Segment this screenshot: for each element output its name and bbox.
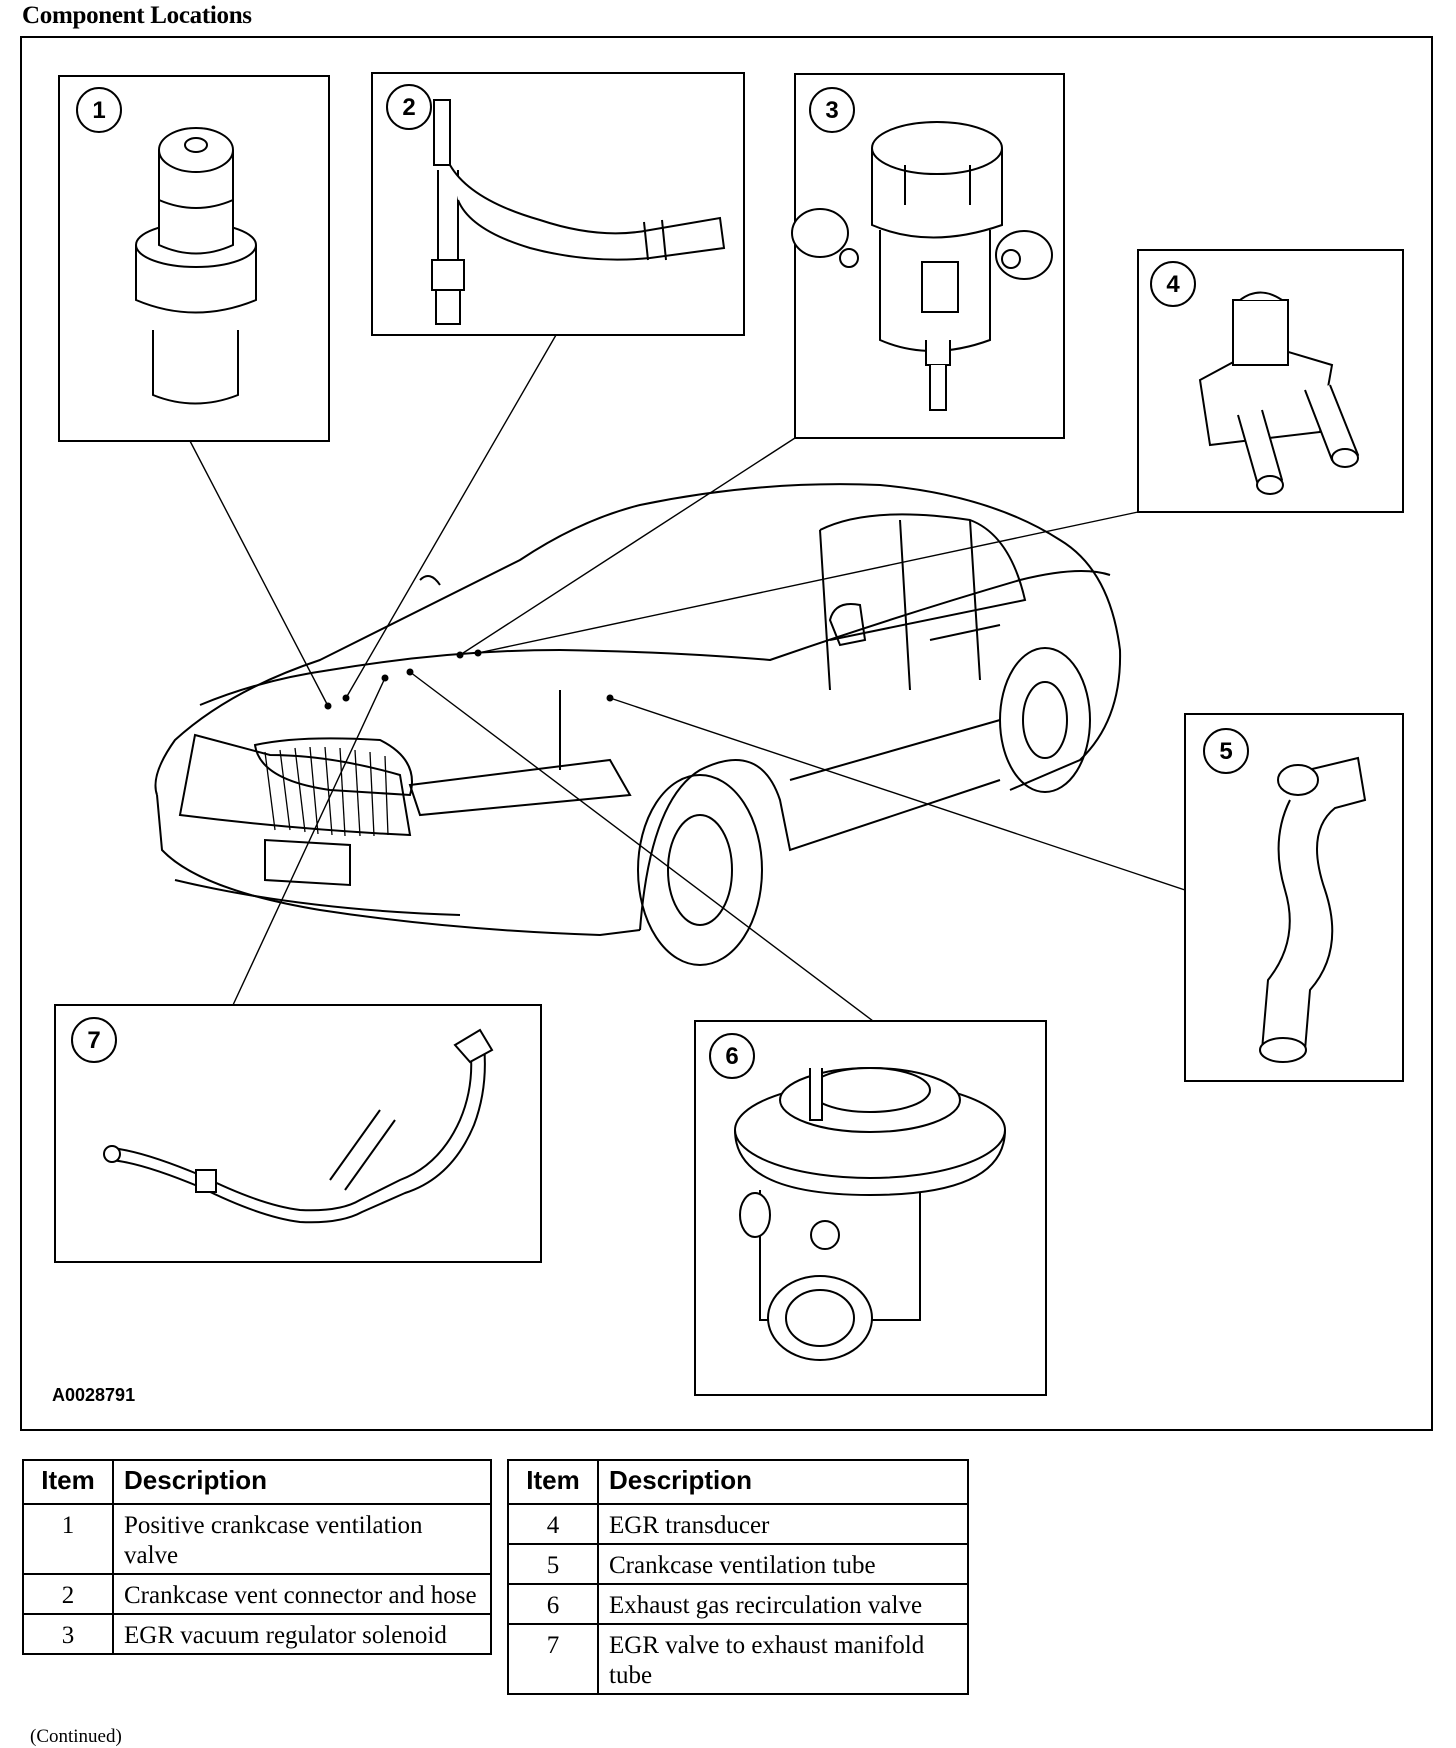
svg-text:5: 5 — [1219, 738, 1232, 765]
svg-text:7: 7 — [87, 1027, 100, 1054]
table-row: 4 EGR transducer — [507, 1503, 969, 1545]
callout-badge-6: 6 — [709, 1033, 755, 1079]
callout-badge-4: 4 — [1150, 261, 1196, 307]
legend-table-left: Item Description 1 Positive crankcase ve… — [22, 1459, 492, 1655]
table-row: 2 Crankcase vent connector and hose — [22, 1573, 492, 1615]
svg-text:1: 1 — [92, 97, 105, 124]
item-description: EGR valve to exhaust manifold tube — [597, 1623, 969, 1695]
egr-tube-drawing — [103, 1028, 494, 1224]
vent-connector-hose-drawing — [431, 99, 726, 325]
table-row: 3 EGR vacuum regulator solenoid — [22, 1613, 492, 1655]
item-description: EGR transducer — [597, 1503, 969, 1545]
item-number: 1 — [22, 1503, 114, 1575]
leader-lines — [189, 334, 1186, 1022]
egr-transducer-drawing — [1198, 291, 1360, 495]
callout-badge-5: 5 — [1203, 728, 1249, 774]
car-drawing — [154, 483, 1122, 966]
item-number: 6 — [507, 1583, 599, 1625]
component-box-7 — [54, 1004, 542, 1263]
figure-code: A0028791 — [52, 1385, 136, 1405]
item-number: 4 — [507, 1503, 599, 1545]
table-row: 1 Positive crankcase ventilation valve — [22, 1503, 492, 1575]
item-number: 7 — [507, 1623, 599, 1695]
svg-text:6: 6 — [725, 1043, 738, 1070]
callout-badge-1: 1 — [76, 87, 122, 133]
column-header-item: Item — [507, 1459, 599, 1505]
page-title: Component Locations — [22, 2, 252, 29]
svg-text:4: 4 — [1166, 271, 1180, 298]
legend-table-right: Item Description 4 EGR transducer 5 Cran… — [507, 1459, 969, 1695]
component-box-2 — [371, 72, 745, 336]
column-header-item: Item — [22, 1459, 114, 1505]
callout-badge-3: 3 — [809, 87, 855, 133]
callout-badge-2: 2 — [386, 84, 432, 130]
ventilation-tube-drawing — [1259, 756, 1367, 1063]
item-description: Positive crankcase ventilation valve — [112, 1503, 492, 1575]
component-box-1 — [58, 75, 330, 442]
item-description: Exhaust gas recirculation valve — [597, 1583, 969, 1625]
continued-note: (Continued) — [30, 1726, 122, 1747]
column-header-description: Description — [112, 1459, 492, 1505]
egr-valve-drawing — [734, 1067, 1006, 1361]
column-header-description: Description — [597, 1459, 969, 1505]
component-box-6 — [694, 1020, 1047, 1396]
car-grille — [264, 746, 389, 837]
table-header-row: Item Description — [507, 1459, 969, 1505]
item-number: 2 — [22, 1573, 114, 1615]
item-description: Crankcase vent connector and hose — [112, 1573, 492, 1615]
item-description: EGR vacuum regulator solenoid — [112, 1613, 492, 1655]
callout-badge-7: 7 — [71, 1017, 117, 1063]
component-box-3 — [794, 73, 1065, 439]
egr-solenoid-drawing — [791, 121, 1053, 411]
callout-badges: 1 2 3 4 5 6 7 — [71, 84, 1249, 1079]
svg-text:2: 2 — [402, 94, 415, 121]
table-row: 5 Crankcase ventilation tube — [507, 1543, 969, 1585]
figure-frame — [20, 36, 1433, 1431]
item-description: Crankcase ventilation tube — [597, 1543, 969, 1585]
item-number: 5 — [507, 1543, 599, 1585]
svg-text:3: 3 — [825, 97, 838, 124]
pcv-valve-drawing — [135, 127, 257, 405]
table-row: 7 EGR valve to exhaust manifold tube — [507, 1623, 969, 1695]
table-row: 6 Exhaust gas recirculation valve — [507, 1583, 969, 1625]
item-number: 3 — [22, 1613, 114, 1655]
component-box-5 — [1184, 713, 1404, 1082]
component-box-4 — [1137, 249, 1404, 513]
table-header-row: Item Description — [22, 1459, 492, 1505]
